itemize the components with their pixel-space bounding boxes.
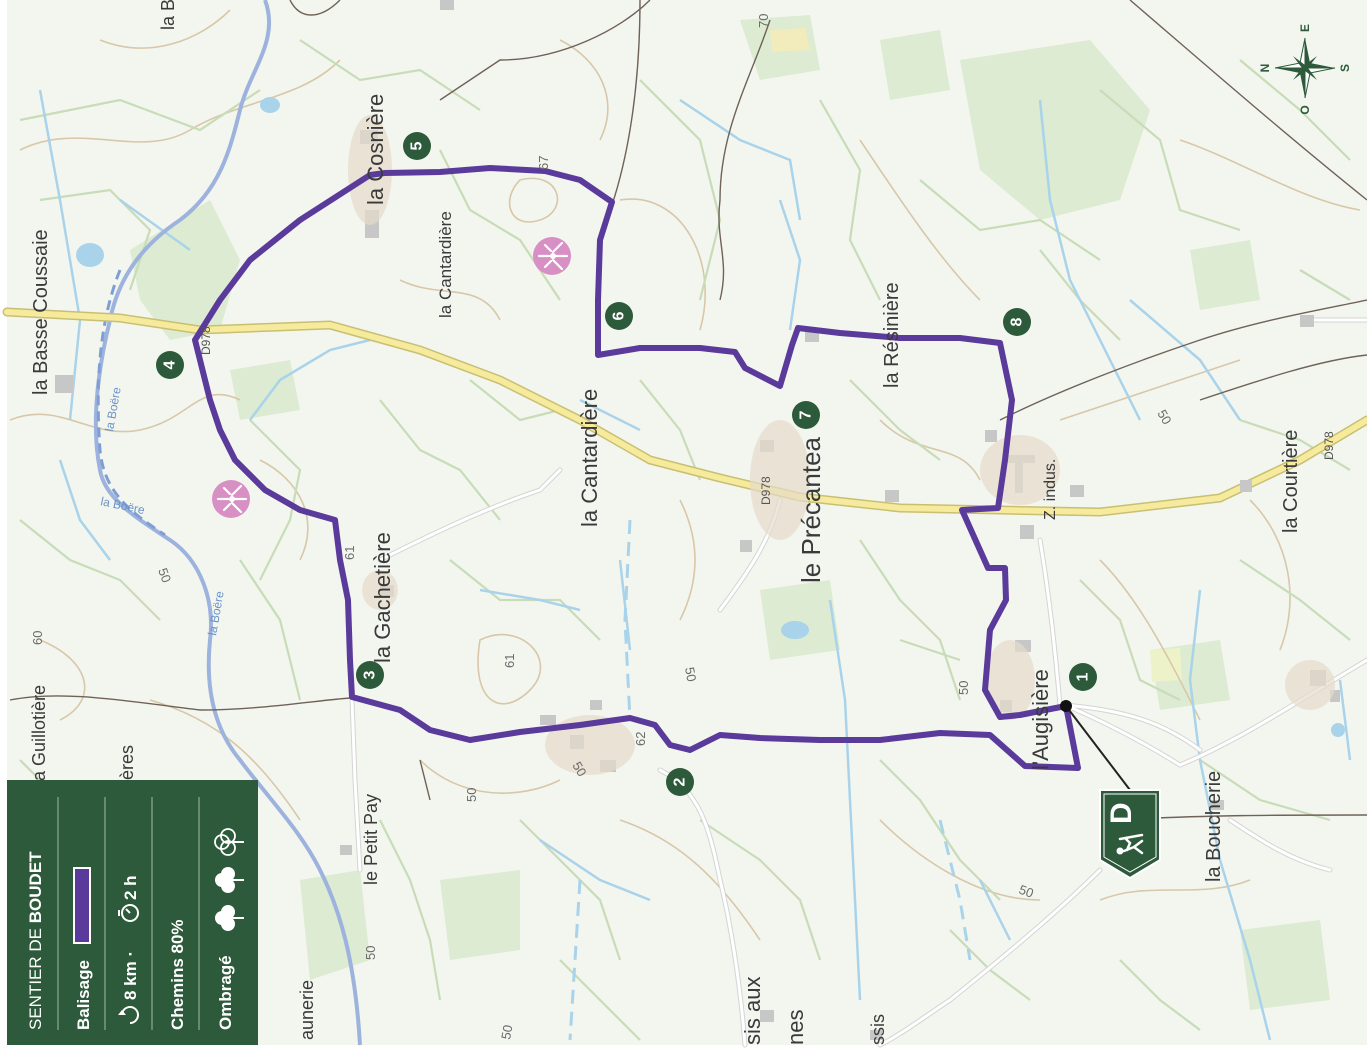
start-marker-label: D [1105,802,1138,824]
place-label: la Cosnière [363,94,388,205]
svg-text:50: 50 [498,1024,515,1041]
compass-north: N [1258,64,1272,73]
place-label: Z. indus. [1042,459,1059,520]
viewpoint-icon [212,480,250,518]
ponds [76,97,1345,737]
svg-text:70: 70 [756,14,771,28]
waypoint-6: 6 [605,302,633,330]
svg-text:1: 1 [1075,672,1092,681]
place-label: nes [783,1010,808,1045]
place-label: la Guillotière [29,685,49,785]
loop-icon [118,1006,139,1024]
road-label: D978 [1322,431,1336,460]
svg-text:62: 62 [633,732,648,746]
tree-filled-icon [215,905,244,931]
waypoint-3: 3 [356,661,384,689]
waypoint-5: 5 [403,132,431,160]
road-label: D978 [199,326,213,355]
svg-text:50: 50 [569,759,589,779]
start-connector [1065,705,1131,791]
compass-west: O [1298,105,1312,114]
place-label: la Cantardière [436,211,455,318]
svg-text:67: 67 [536,156,551,170]
distance-text: 8 km · [121,951,140,1000]
road-labels: D978 D978 D978 [199,326,1336,505]
tree-outline-icon [214,828,244,856]
svg-text:50: 50 [464,788,479,802]
place-label: aunerie [297,980,317,1040]
svg-text:50: 50 [155,566,174,585]
legend-title: SENTIER DE BOUDET [26,851,45,1030]
svg-text:3: 3 [362,670,379,679]
compass-rose: N E S O [1258,24,1352,115]
balisage-label: Balisage [74,960,93,1030]
viewpoint-icon [533,237,571,275]
place-label: la Cantardière [577,389,602,527]
place-label: ssis [868,1014,888,1045]
river-boere [93,0,362,1046]
svg-text:61: 61 [342,546,357,560]
duration-text: 2 h [121,875,140,900]
svg-text:50: 50 [1017,882,1036,901]
waypoint-4: 4 [156,351,184,379]
tracks [9,0,1367,821]
hiking-route [192,165,1081,771]
svg-text:50: 50 [682,666,699,683]
balisage-swatch [73,867,91,944]
road-d978 [4,309,1367,516]
compass-east: E [1298,24,1312,32]
field-yellow-2 [1150,648,1182,682]
place-label: la Basse Coussaie [30,229,52,395]
tree-filled-icon [215,867,244,893]
place-label: la Gachetière [370,532,395,663]
legend-panel: SENTIER DE BOUDET Balisage 8 km · 2 h Ch… [7,780,258,1045]
elevation-labels: 70 67 61 61 60 62 50 50 50 50 50 50 50 5… [30,14,1175,1041]
svg-text:8: 8 [1009,317,1026,326]
place-label: la B [158,0,178,30]
svg-text:7: 7 [798,410,815,419]
start-point [1060,700,1072,712]
place-label: l'Augisière [1028,669,1053,770]
svg-text:61: 61 [502,654,517,668]
svg-text:50: 50 [363,946,378,960]
waypoint-8: 8 [1003,308,1031,336]
place-label: ères [117,745,137,780]
svg-text:50: 50 [1154,407,1174,427]
minor-roads-inner [350,318,1367,1047]
svg-text:4: 4 [162,360,179,369]
svg-text:6: 6 [611,311,628,320]
compass-south: S [1338,64,1352,72]
chemins-text: Chemins 80% [168,919,187,1030]
svg-text:2: 2 [672,777,689,786]
hiker-icon [1116,833,1144,855]
stopwatch-icon [118,904,139,922]
place-label: le Petit Pay [361,794,381,885]
waypoint-1: 1 [1069,663,1097,691]
contour-lines [9,9,1361,941]
start-marker: D [1099,789,1161,880]
place-label: la Courtière [1280,430,1302,533]
svg-text:5: 5 [409,141,426,150]
svg-text:60: 60 [30,631,45,645]
ombrage-label: Ombragé [216,955,235,1030]
place-label: la Résinière [881,282,903,388]
field-yellow [770,28,810,52]
river-boere-dash [96,269,166,537]
svg-text:50: 50 [956,681,971,695]
place-labels: la Basse Coussaie la Cosnière la Cantard… [29,0,1302,1045]
place-label: sis aux [740,977,765,1045]
road-label: D978 [759,476,773,505]
place-label: la Boucherie [1203,771,1225,882]
place-label: le Précantea [796,436,826,583]
waypoint-2: 2 [666,768,694,796]
waypoint-7: 7 [792,401,820,429]
